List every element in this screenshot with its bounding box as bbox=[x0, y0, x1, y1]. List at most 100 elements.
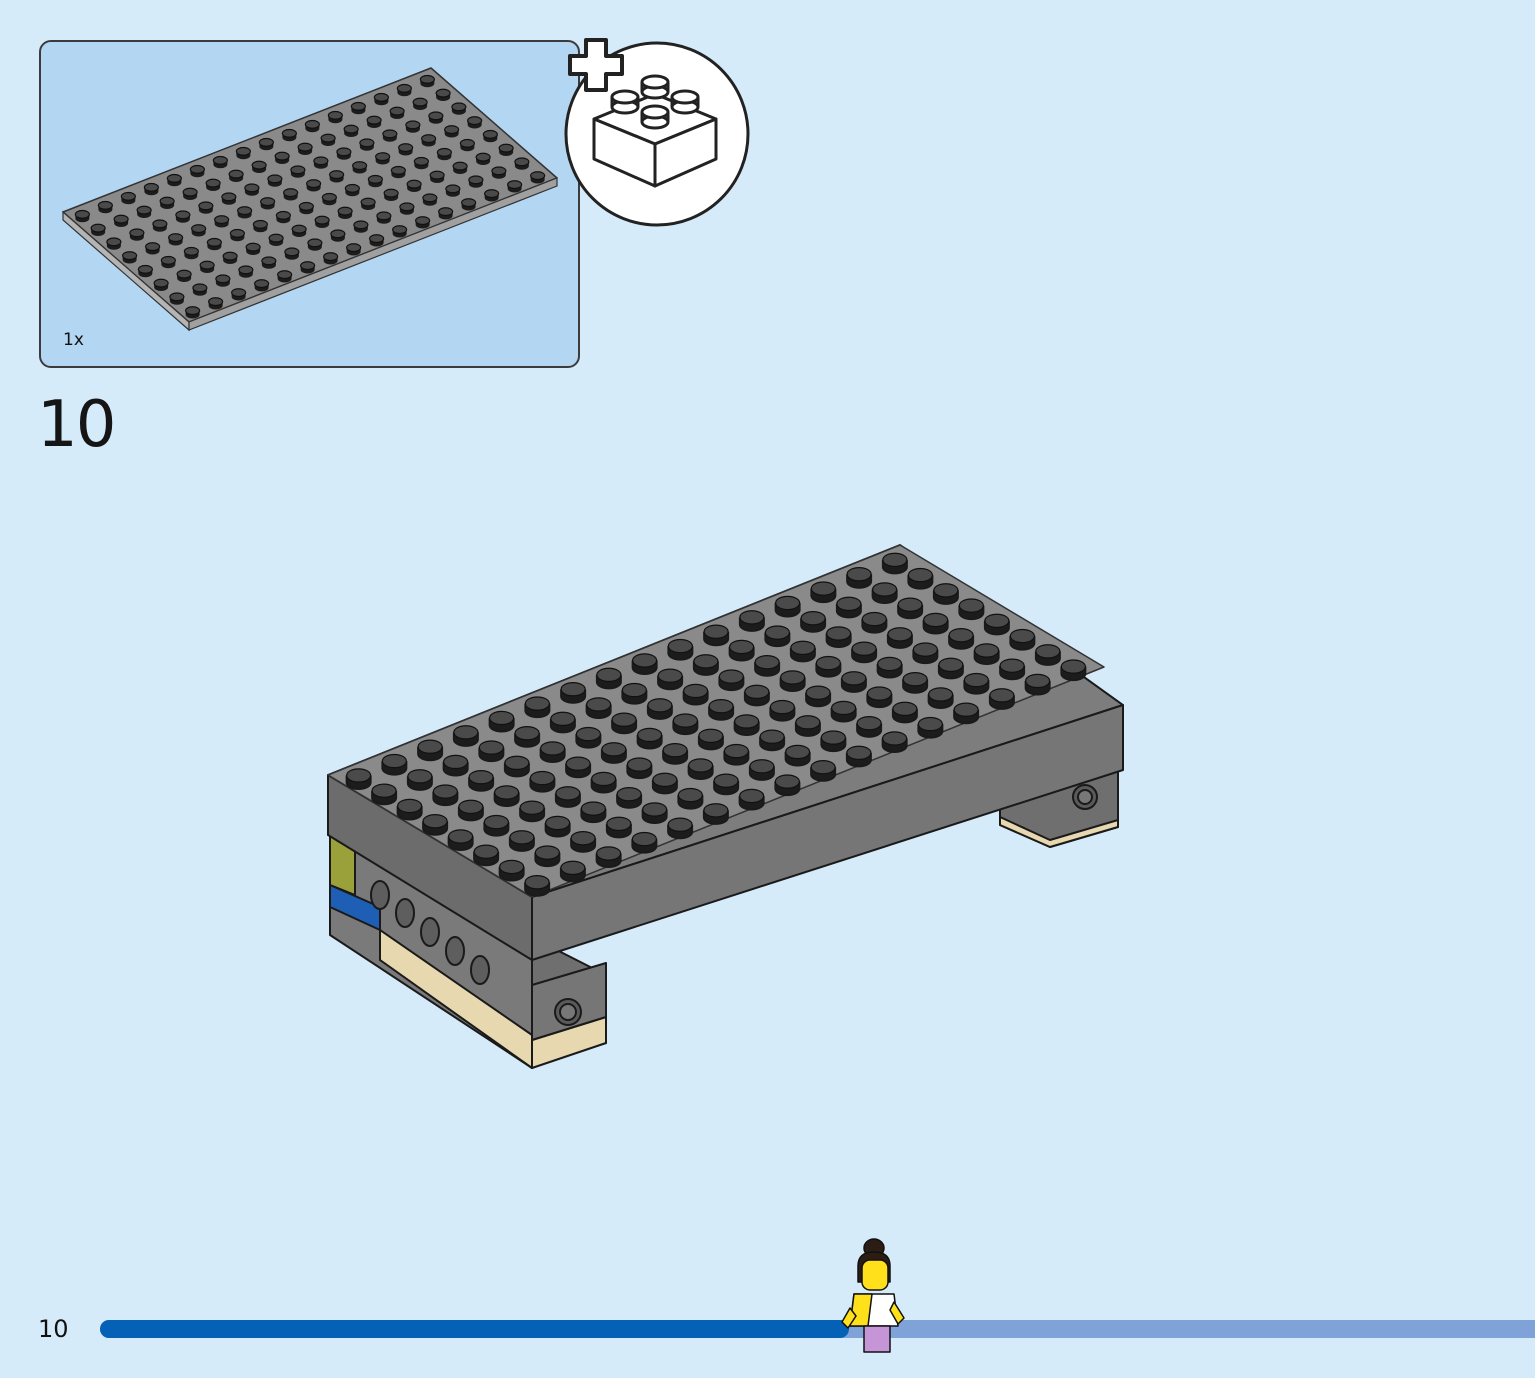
stud bbox=[97, 200, 113, 214]
stud bbox=[530, 171, 546, 184]
stud bbox=[503, 755, 530, 778]
stud bbox=[136, 205, 152, 218]
stud bbox=[498, 143, 514, 156]
stud bbox=[166, 173, 182, 187]
stud bbox=[183, 246, 199, 260]
stud bbox=[346, 243, 362, 256]
parts-callout-illustration bbox=[62, 67, 558, 332]
stud bbox=[438, 207, 454, 220]
step-number: 10 bbox=[37, 388, 116, 462]
stud bbox=[153, 278, 169, 291]
stud bbox=[963, 672, 990, 695]
stud bbox=[445, 184, 461, 197]
stud bbox=[482, 129, 498, 143]
stud bbox=[252, 219, 268, 233]
stud bbox=[1034, 644, 1061, 666]
stud bbox=[274, 151, 290, 164]
stud bbox=[514, 157, 530, 170]
model-assembly-image bbox=[327, 544, 1124, 1069]
stud bbox=[304, 119, 320, 133]
stud bbox=[800, 610, 827, 633]
stud bbox=[327, 110, 343, 124]
stud bbox=[175, 210, 191, 223]
stud bbox=[297, 142, 313, 155]
stud bbox=[600, 742, 627, 764]
top-plate-studs bbox=[327, 544, 1105, 898]
stud bbox=[723, 743, 750, 766]
stud bbox=[436, 147, 452, 161]
stud bbox=[350, 101, 366, 115]
stud bbox=[389, 106, 405, 119]
stud bbox=[973, 643, 1000, 666]
stud bbox=[459, 138, 475, 152]
stud bbox=[254, 279, 270, 292]
stud bbox=[475, 152, 491, 165]
stud bbox=[677, 787, 704, 810]
stud bbox=[235, 146, 251, 160]
stud bbox=[231, 288, 247, 301]
stud bbox=[182, 187, 198, 200]
stud bbox=[382, 129, 398, 142]
stud bbox=[432, 784, 459, 807]
stud bbox=[646, 698, 673, 720]
stud bbox=[845, 745, 872, 768]
stud bbox=[260, 197, 276, 210]
stud bbox=[728, 639, 755, 662]
stud bbox=[198, 201, 214, 214]
stud bbox=[137, 264, 153, 278]
stud bbox=[106, 237, 122, 250]
stud bbox=[611, 712, 638, 735]
stud bbox=[932, 583, 959, 605]
stud bbox=[810, 759, 837, 782]
stud bbox=[417, 739, 444, 762]
stud bbox=[281, 128, 297, 142]
stud bbox=[381, 753, 408, 776]
part-quantity: 1x bbox=[63, 330, 84, 350]
stud bbox=[805, 685, 832, 708]
stud bbox=[390, 165, 406, 179]
stud bbox=[336, 147, 352, 160]
stud bbox=[307, 238, 323, 251]
stud bbox=[113, 214, 129, 227]
stud bbox=[524, 696, 551, 719]
stud bbox=[406, 769, 433, 791]
stud bbox=[560, 681, 587, 704]
stud bbox=[580, 801, 607, 824]
stud bbox=[398, 143, 414, 156]
stud bbox=[702, 803, 729, 825]
stud bbox=[789, 640, 816, 663]
stud bbox=[245, 242, 261, 255]
stud bbox=[524, 874, 551, 897]
stud bbox=[366, 115, 382, 128]
stud bbox=[206, 237, 222, 251]
stud bbox=[937, 657, 964, 680]
stud bbox=[399, 202, 415, 215]
stud bbox=[415, 216, 431, 229]
stud bbox=[514, 725, 541, 748]
stud bbox=[413, 156, 429, 170]
stud bbox=[367, 174, 383, 188]
stud bbox=[120, 191, 136, 205]
stud bbox=[371, 783, 398, 806]
stud bbox=[129, 228, 145, 241]
stud bbox=[429, 170, 445, 183]
stud bbox=[641, 802, 668, 825]
stud bbox=[457, 799, 484, 822]
stud bbox=[626, 757, 653, 780]
stud bbox=[376, 211, 392, 224]
stud bbox=[159, 196, 175, 209]
stud bbox=[412, 97, 428, 110]
stud bbox=[422, 813, 449, 836]
stud bbox=[323, 252, 339, 265]
stud bbox=[199, 260, 215, 273]
progress-bar bbox=[100, 1320, 1535, 1338]
stud bbox=[794, 715, 821, 737]
stud bbox=[902, 671, 929, 694]
stud bbox=[779, 670, 806, 693]
stud bbox=[621, 682, 648, 705]
stud bbox=[435, 88, 451, 101]
stud bbox=[507, 180, 523, 193]
stud bbox=[585, 697, 612, 720]
stud bbox=[544, 815, 571, 838]
stud bbox=[856, 715, 883, 738]
